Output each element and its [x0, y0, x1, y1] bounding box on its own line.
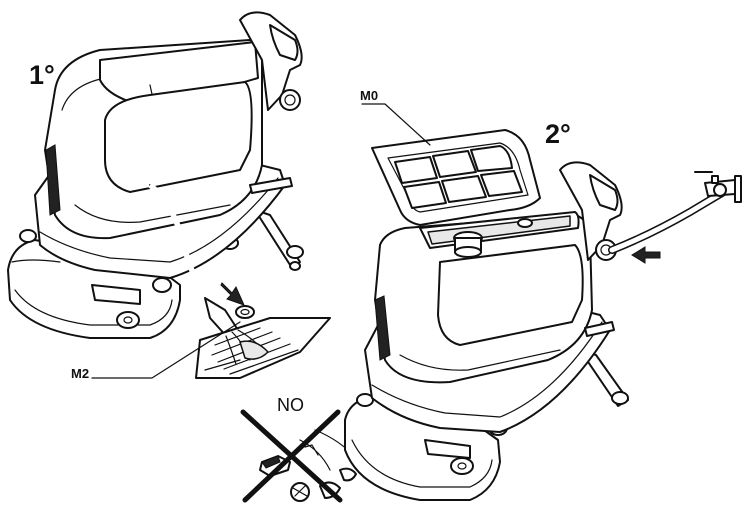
- scrubber-machine-drain: [7, 11, 331, 379]
- fill-arrow-icon: [631, 246, 661, 264]
- drain-arrow-icon: [220, 282, 245, 306]
- no-label: NO: [277, 395, 304, 415]
- step-2-label: 2°: [545, 119, 571, 149]
- step-1-label: 1°: [29, 60, 55, 90]
- m0-callout: M0: [360, 88, 431, 146]
- wrong-method-illustration: [240, 409, 359, 503]
- m0-label: M0: [360, 88, 378, 103]
- cross-icon: [240, 409, 343, 503]
- scrubber-machine-fill: [344, 129, 742, 501]
- m2-callout: M2: [71, 321, 241, 381]
- m2-label: M2: [71, 366, 89, 381]
